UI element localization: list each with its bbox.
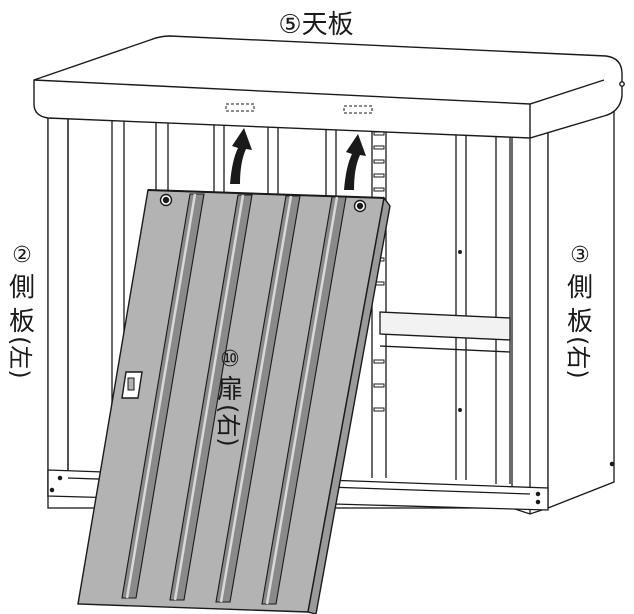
handle-icon bbox=[121, 371, 143, 399]
right-side-number: ③ bbox=[570, 243, 590, 268]
door-number: ⑩ bbox=[220, 347, 240, 372]
up-arrow-icon bbox=[230, 128, 252, 184]
top-panel-label: ⑤天板 bbox=[278, 10, 353, 40]
door-panel-right bbox=[77, 189, 391, 614]
shelf bbox=[379, 311, 511, 341]
door-char: 扉 bbox=[217, 375, 243, 405]
door-paren-label: (右) bbox=[214, 404, 242, 447]
right-side-char-2: 板 bbox=[567, 307, 593, 337]
screw-icon bbox=[159, 193, 173, 207]
left-side-panel bbox=[47, 117, 69, 497]
screw-icon bbox=[353, 199, 367, 213]
left-side-paren-label: (左) bbox=[6, 336, 34, 379]
left-side-char-1: 側 bbox=[9, 273, 35, 303]
right-side-char-1: 側 bbox=[567, 273, 593, 303]
top-panel bbox=[33, 35, 625, 139]
right-side-paren-label: (右) bbox=[564, 336, 592, 379]
left-side-number: ② bbox=[12, 243, 32, 268]
up-arrow-icon bbox=[344, 134, 366, 190]
left-side-char-2: 板 bbox=[9, 307, 35, 337]
